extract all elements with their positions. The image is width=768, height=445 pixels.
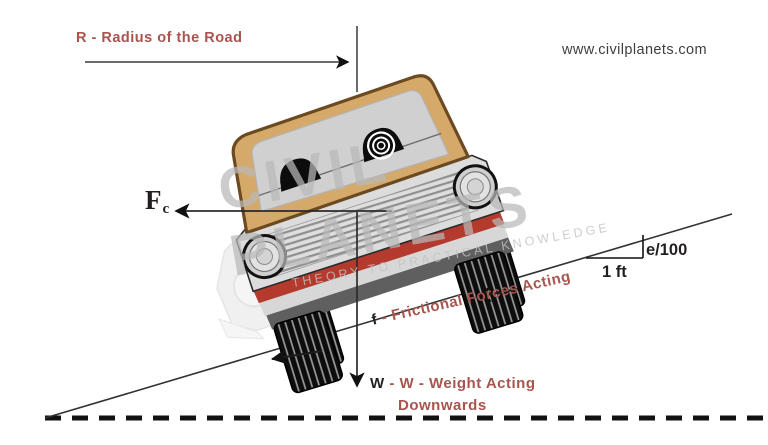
- headlight-right: [452, 164, 498, 210]
- weight-text-line1: - W - Weight Acting: [384, 375, 536, 392]
- weight-symbol: W: [370, 375, 385, 392]
- base-length-label: 1 ft: [602, 263, 627, 281]
- inclined-road-line: [44, 213, 733, 419]
- friction-arrow-upper: [475, 286, 519, 303]
- superelevation-label: e/100: [646, 241, 688, 259]
- centrifugal-force-label: Fc: [145, 185, 169, 218]
- radius-label: R - Radius of the Road: [76, 30, 243, 46]
- car-bumper-stripe: [251, 207, 505, 304]
- site-url-label: www.civilplanets.com: [562, 42, 707, 58]
- car-valance: [257, 221, 509, 316]
- headlight-left: [241, 234, 287, 280]
- headrest-left: [280, 158, 322, 192]
- weight-text-line2: Downwards: [398, 397, 487, 414]
- friction-arrow-lower: [271, 348, 323, 365]
- car-illustration: [231, 74, 526, 394]
- fc-symbol: F: [145, 185, 162, 215]
- headrest-right: [362, 127, 405, 163]
- superelevation-triangle: [586, 235, 644, 259]
- fc-subscript: c: [162, 201, 170, 217]
- car-chassis: [264, 232, 514, 330]
